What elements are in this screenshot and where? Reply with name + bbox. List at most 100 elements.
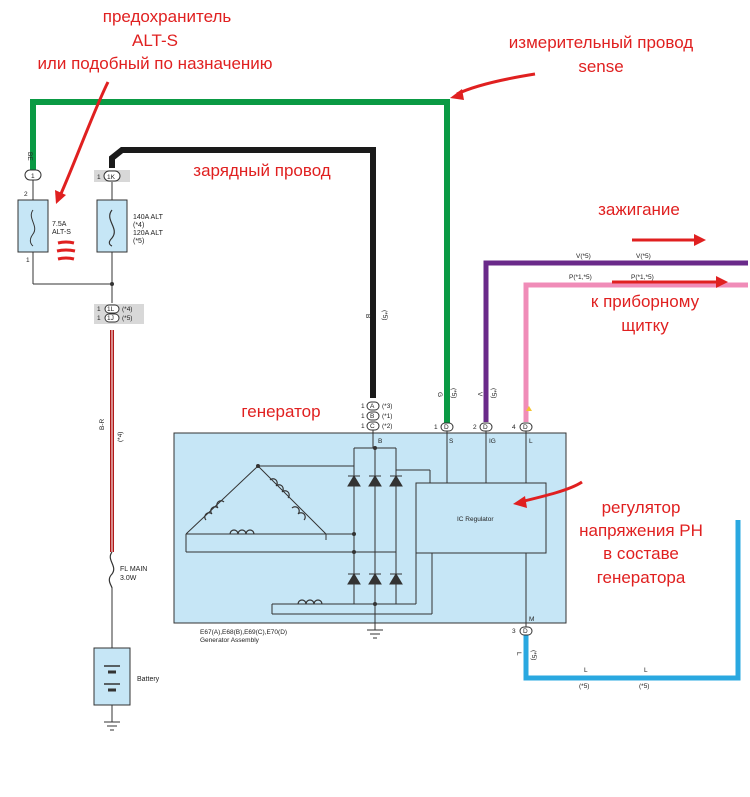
svg-text:1: 1 — [97, 174, 101, 181]
terminal-ig: IG — [489, 438, 496, 445]
pin-marker — [526, 406, 532, 411]
svg-text:D: D — [444, 424, 449, 431]
ignition-note: зажигание — [598, 200, 680, 219]
battery-label: Battery — [137, 676, 160, 683]
fuse-alt-main — [96, 199, 128, 253]
battery — [93, 647, 131, 706]
lamp-wire — [523, 520, 741, 681]
svg-text:4: 4 — [512, 424, 516, 431]
generator-assembly-name: Generator Assembly — [200, 637, 260, 644]
pin-2-label: 2 — [24, 191, 28, 198]
fuse-note-line-1: предохранитель — [103, 7, 232, 26]
fl-main-rating: 3.0W — [120, 575, 137, 582]
regulator-note-line-1: регулятор — [602, 498, 681, 517]
connector-1: 1 — [24, 169, 42, 181]
svg-text:A: A — [370, 403, 375, 410]
dash-note-line-2: щитку — [621, 316, 669, 335]
pin-1-label: 1 — [26, 257, 30, 264]
wire-br-label: B-R — [99, 419, 106, 431]
fusible-link — [108, 551, 115, 589]
stator-coils — [204, 478, 323, 605]
fuse-small-rating: 7.5A — [52, 221, 67, 228]
svg-text:(*3): (*3) — [382, 403, 392, 410]
charge-wire — [109, 147, 376, 398]
fuse-big-label-3: 120A ALT — [133, 230, 164, 237]
terminal-b: B — [378, 438, 382, 445]
svg-text:1: 1 — [361, 413, 365, 420]
generator-assembly-codes: E67(A),E68(B),E69(C),E70(D) — [200, 629, 287, 636]
svg-text:D: D — [483, 424, 488, 431]
arrow-heads — [55, 89, 728, 508]
fuse-big-label-4: (*5) — [133, 238, 144, 245]
generator-note: генератор — [241, 402, 320, 421]
sense-note-line-2: sense — [578, 57, 623, 76]
wire-be-label: BE — [26, 152, 33, 161]
generator-ground-icon — [367, 629, 383, 639]
wire-l-note: (*5) — [530, 650, 537, 660]
svg-text:(*2): (*2) — [382, 423, 392, 430]
dash-wire — [523, 282, 748, 422]
terminal-m: M — [529, 616, 534, 623]
svg-text:3: 3 — [512, 628, 516, 635]
svg-text:1: 1 — [31, 173, 35, 180]
svg-text:1: 1 — [361, 423, 365, 430]
svg-text:D: D — [523, 628, 528, 635]
fuse-note-line-2: ALT-S — [132, 31, 178, 50]
wire-br-note: (*4) — [117, 432, 124, 442]
rectifier-diodes — [347, 475, 403, 585]
generator-pins-abc: A B C 1 1 1 (*3) (*1) (*2) — [361, 401, 392, 431]
ic-regulator-label: IC Regulator — [457, 516, 494, 523]
wire-b-note: (*5) — [381, 310, 388, 320]
connector-1l-1j: 1 1 1L 1J (*4) (*5) — [94, 304, 144, 324]
dash-note-line-1: к приборному — [591, 292, 700, 311]
svg-text:1: 1 — [97, 315, 101, 322]
wire-l-bot-1: L — [584, 667, 588, 674]
terminal-s: S — [449, 438, 454, 445]
sense-wire — [30, 99, 450, 424]
svg-text:1L: 1L — [107, 306, 115, 313]
wire-v-note: (*5) — [490, 388, 497, 398]
regulator-note-line-3: в составе — [603, 544, 679, 563]
wire-b-label: B — [364, 314, 371, 318]
svg-text:C: C — [370, 423, 375, 430]
svg-text:B: B — [370, 413, 374, 420]
wire-v-label: V — [476, 392, 483, 397]
generator-pins-d: D D D D 1 2 4 3 — [434, 422, 533, 636]
wire-l-bot-2: L — [644, 667, 648, 674]
regulator-note-line-2: напряжения РН — [579, 521, 703, 540]
connector-1k: 1 1K — [94, 170, 130, 182]
fuse-small-name: ALT-S — [52, 229, 71, 236]
terminal-l: L — [529, 438, 533, 445]
wire-p-top-1: P(*1,*5) — [569, 274, 592, 281]
svg-text:1: 1 — [434, 424, 438, 431]
wire-g-note: (*5) — [450, 388, 457, 398]
wire-l-bot-note-2: (*5) — [639, 683, 649, 690]
ignition-wire — [483, 260, 748, 422]
wire-p-top-2: P(*1,*5) — [631, 274, 654, 281]
ground-icon — [104, 721, 120, 731]
annotation-arrows — [58, 72, 722, 504]
wire-l-bot-note-1: (*5) — [579, 683, 589, 690]
highlight-marks — [56, 240, 76, 261]
svg-text:1: 1 — [97, 306, 101, 313]
fuse-big-label-1: 140A ALT — [133, 214, 164, 221]
charge-wire-note: зарядный провод — [193, 161, 331, 180]
fuse-big-label-2: (*4) — [133, 222, 144, 229]
ic-regulator — [415, 482, 547, 554]
regulator-note-line-4: генератора — [597, 568, 686, 587]
svg-text:(*5): (*5) — [122, 315, 132, 322]
wire-l-label: L — [515, 652, 522, 656]
svg-text:1: 1 — [361, 403, 365, 410]
svg-text:1J: 1J — [107, 315, 114, 322]
sense-note-line-1: измерительный провод — [509, 33, 694, 52]
svg-text:(*1): (*1) — [382, 413, 392, 420]
wire-v-top-2: V(*5) — [636, 253, 651, 260]
wire-g-label: G — [436, 392, 443, 397]
wire-v-top-1: V(*5) — [576, 253, 591, 260]
fuse-alt-s — [17, 199, 49, 253]
svg-text:(*4): (*4) — [122, 306, 132, 313]
svg-text:2: 2 — [473, 424, 477, 431]
svg-text:1K: 1K — [107, 174, 116, 181]
fl-main-label: FL MAIN — [120, 566, 147, 573]
